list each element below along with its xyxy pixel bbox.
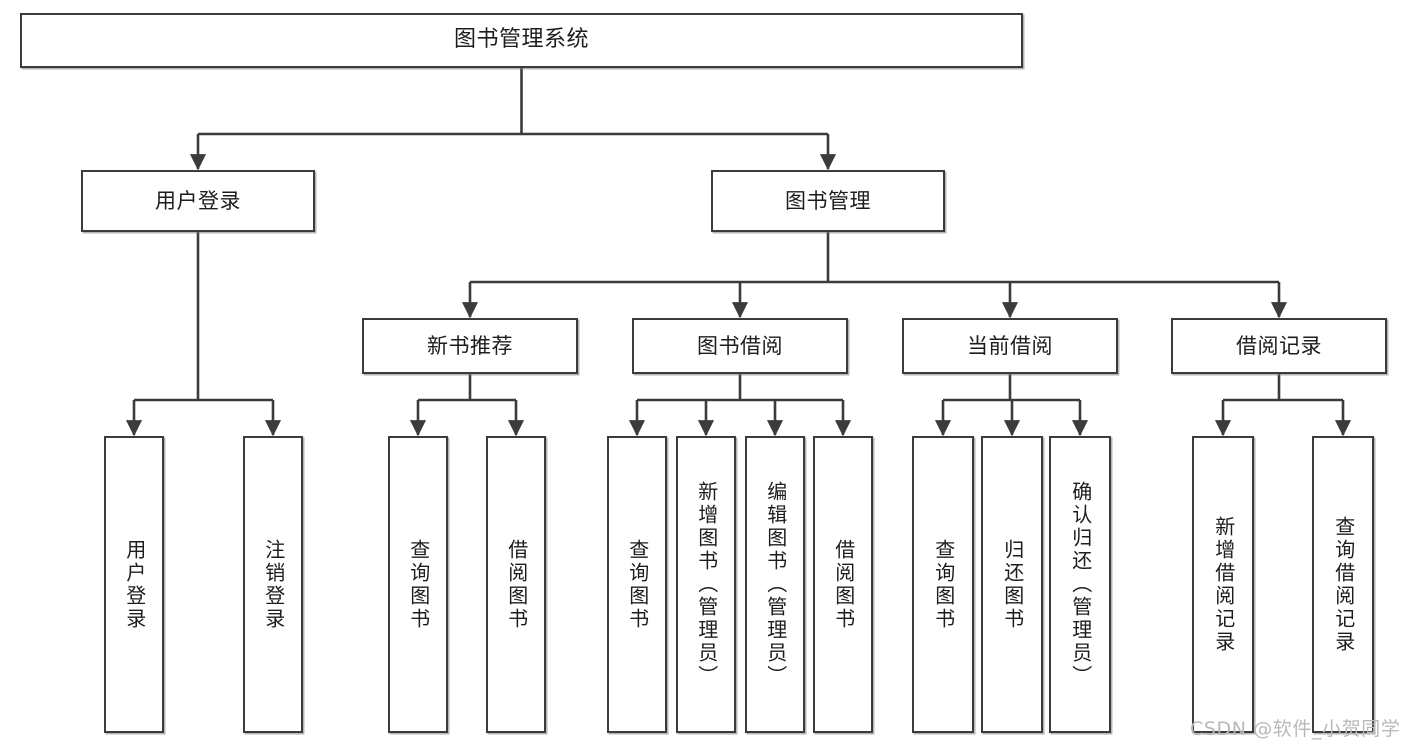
node-user-login[interactable]: 用户登录 (81, 170, 315, 232)
node-leaf-add-book[interactable]: 新增图书（管理员） (676, 436, 736, 733)
node-label: 图书管理 (785, 188, 871, 213)
node-leaf-query-book-1[interactable]: 查询图书 (388, 436, 448, 733)
node-label: 新书推荐 (427, 333, 513, 358)
node-label: 当前借阅 (967, 333, 1053, 358)
node-label: 用户登录 (155, 188, 241, 213)
node-leaf-return-book[interactable]: 归还图书 (981, 436, 1043, 733)
node-label: 编辑图书（管理员） (763, 481, 788, 688)
node-leaf-query-book-2[interactable]: 查询图书 (607, 436, 667, 733)
node-leaf-query-book-3[interactable]: 查询图书 (912, 436, 974, 733)
node-book-manage[interactable]: 图书管理 (711, 170, 945, 232)
node-book-borrow[interactable]: 图书借阅 (632, 318, 848, 374)
node-leaf-edit-book[interactable]: 编辑图书（管理员） (745, 436, 805, 733)
node-leaf-query-record[interactable]: 查询借阅记录 (1312, 436, 1374, 733)
node-label: 图书借阅 (697, 333, 783, 358)
node-leaf-confirm-return[interactable]: 确认归还（管理员） (1049, 436, 1111, 733)
node-label: 确认归还（管理员） (1068, 481, 1093, 688)
node-label: 查询借阅记录 (1331, 515, 1356, 654)
node-borrow-record[interactable]: 借阅记录 (1171, 318, 1387, 374)
node-label: 新增借阅记录 (1211, 515, 1236, 654)
node-label: 查询图书 (625, 538, 650, 631)
node-leaf-logout[interactable]: 注销登录 (243, 436, 303, 733)
node-leaf-user-login[interactable]: 用户登录 (104, 436, 164, 733)
node-current-borrow[interactable]: 当前借阅 (902, 318, 1118, 374)
node-new-book-rec[interactable]: 新书推荐 (362, 318, 578, 374)
node-root-图书管理系统[interactable]: 图书管理系统 (20, 13, 1023, 68)
node-label: 新增图书（管理员） (694, 481, 719, 688)
node-label: 归还图书 (1000, 538, 1025, 631)
node-label: 查询图书 (931, 538, 956, 631)
node-leaf-add-record[interactable]: 新增借阅记录 (1192, 436, 1254, 733)
node-label: 借阅记录 (1236, 333, 1322, 358)
node-leaf-borrow-book-2[interactable]: 借阅图书 (813, 436, 873, 733)
node-label: 借阅图书 (504, 538, 529, 631)
node-label: 借阅图书 (831, 538, 856, 631)
node-label: 注销登录 (261, 538, 286, 631)
node-label: 图书管理系统 (453, 27, 589, 53)
node-label: 查询图书 (406, 538, 431, 631)
node-label: 用户登录 (122, 538, 147, 631)
node-leaf-borrow-book-1[interactable]: 借阅图书 (486, 436, 546, 733)
